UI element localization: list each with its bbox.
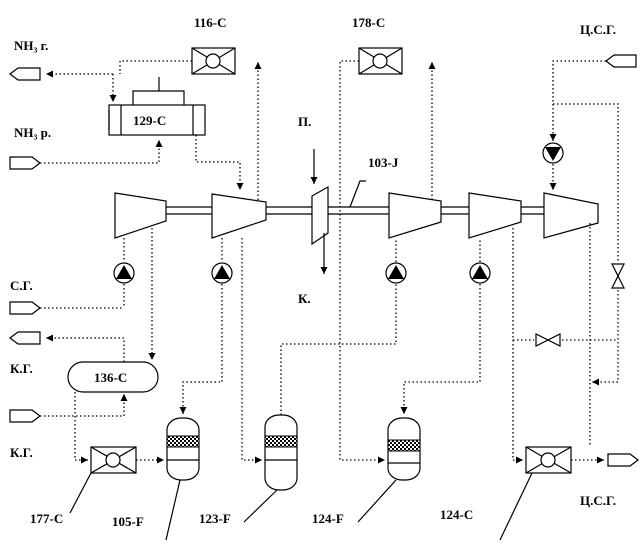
label-condensate-gas-2: К.Г. (10, 445, 33, 460)
terminal-synthesis-gas (9, 301, 41, 315)
label-exchanger-136-c: 136-С (94, 370, 127, 385)
label-exchanger-177-c: 177-С (30, 511, 63, 526)
exchanger-177-c (90, 446, 137, 474)
label-compressor-103-j: 103-J (368, 155, 399, 170)
label-exchanger-178-c: 178-С (352, 15, 385, 30)
terminal-cycle-gas-out (607, 453, 639, 467)
pump-2 (211, 262, 233, 284)
label-separator-105-f: 105-F (112, 514, 144, 529)
label-condensate-gas-1: К.Г. (10, 361, 33, 376)
separator-124-f (387, 417, 421, 481)
compressor-leader-line (349, 180, 366, 208)
label-nh3-liquid: NH₃ р. (14, 125, 51, 140)
valve-horizontal (535, 333, 561, 347)
separator-123-f (264, 414, 298, 491)
label-exchanger-116-c: 116-С (194, 15, 227, 30)
terminal-cycle-gas-in (605, 54, 637, 68)
exchanger-129-c (108, 77, 206, 136)
compressor-stage-1 (114, 192, 167, 239)
terminal-nh3-gas (9, 67, 41, 81)
separator-105-f (166, 417, 200, 481)
compressor-stage-2 (211, 193, 267, 239)
exchanger-124-c (525, 446, 572, 474)
label-separator-124-f: 124-F (312, 511, 344, 526)
label-exchanger-129-c: 129-С (133, 113, 166, 128)
label-separator-123-f: 123-F (199, 511, 231, 526)
terminal-condensate-gas-in (9, 409, 41, 423)
pump-5 (542, 142, 564, 164)
pump-3 (385, 262, 407, 284)
label-steam: П. (298, 114, 311, 129)
compressor-stage-5 (543, 192, 599, 239)
terminal-condensate-gas-out (9, 331, 41, 345)
steam-turbine (311, 185, 329, 246)
label-cycle-gas-out: Ц.С.Г. (580, 493, 616, 508)
label-condensate: К. (298, 291, 311, 306)
process-lines (40, 60, 619, 464)
exchanger-178-c (358, 47, 403, 75)
label-nh3-gas: NH₃ г. (14, 38, 48, 53)
exchanger-136-c (67, 361, 159, 393)
leader-lines (69, 472, 533, 541)
label-cycle-gas-in: Ц.С.Г. (580, 22, 616, 37)
terminal-nh3-liquid (9, 156, 41, 170)
compressor-stage-4 (468, 192, 522, 239)
exchanger-116-c (191, 47, 236, 75)
pump-1 (113, 262, 135, 284)
label-synthesis-gas: С.Г. (10, 278, 33, 293)
valve-vertical (611, 263, 625, 289)
label-exchanger-124-c: 124-С (440, 507, 473, 522)
compressor-stage-3 (388, 192, 442, 239)
pump-4 (469, 262, 491, 284)
